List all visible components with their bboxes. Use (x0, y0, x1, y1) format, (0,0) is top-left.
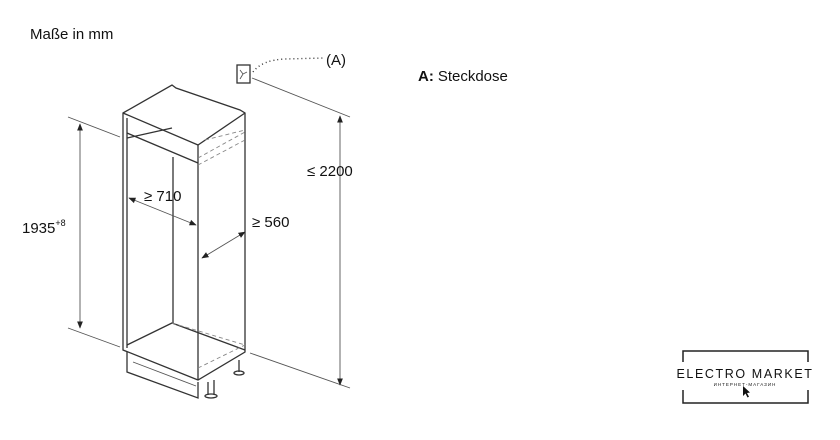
cursor-icon (743, 386, 750, 398)
total-height-dimension: ≤ 2200 (249, 77, 353, 389)
total-height-value: ≤ 2200 (307, 163, 353, 180)
width-dimension: ≥ 710 (128, 188, 197, 226)
cabinet-height-tolerance: +8 (55, 218, 65, 228)
cabinet-height-value: 1935 (22, 220, 55, 237)
legend-key: A: (418, 68, 434, 85)
width-value: ≥ 710 (144, 188, 181, 205)
electro-market-logo: ELECTRO MARKET ИНТЕРНЕТ-МАГАЗИН (677, 350, 814, 404)
depth-dimension: ≥ 560 (201, 214, 289, 259)
svg-text:1935+8: 1935+8 (22, 218, 66, 237)
legend-entry: A:Steckdose (418, 68, 508, 85)
logo-tagline: ИНТЕРНЕТ-МАГАЗИН (714, 382, 777, 387)
socket-callout: (A) (326, 52, 346, 69)
socket-icon (236, 64, 251, 84)
logo-name: ELECTRO MARKET (677, 367, 814, 381)
callout-leader (252, 57, 325, 73)
units-label: Maße in mm (30, 26, 113, 43)
cabinet-height-dimension: 1935+8 (22, 116, 121, 348)
depth-value: ≥ 560 (252, 214, 289, 231)
legend-text: Steckdose (438, 68, 508, 85)
cabinet-drawing (122, 84, 246, 399)
